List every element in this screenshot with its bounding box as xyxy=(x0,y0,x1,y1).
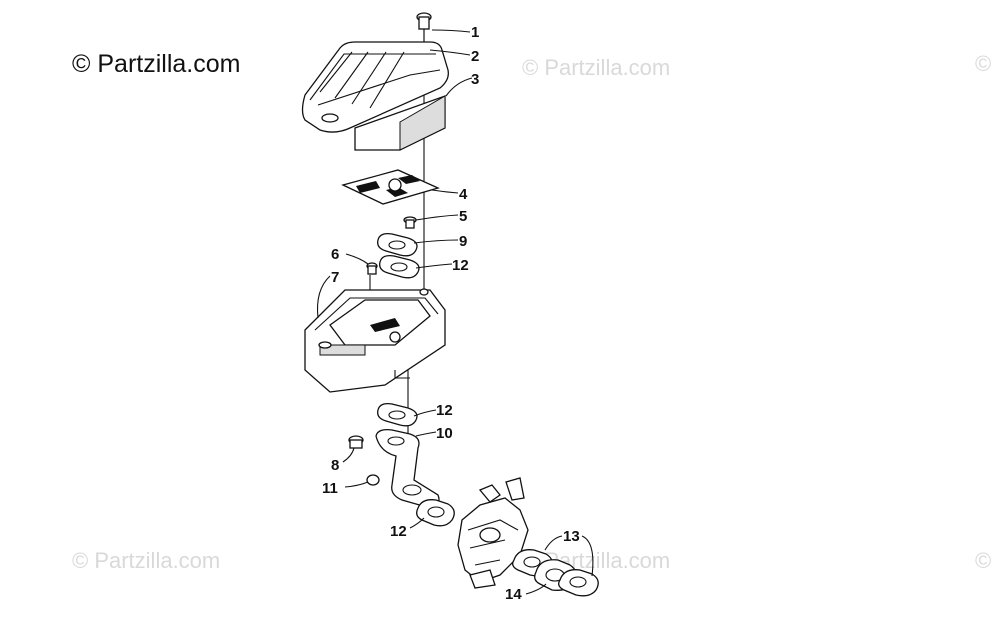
gasket-part-13-outer[interactable] xyxy=(558,569,599,597)
callout-9: 9 xyxy=(459,233,467,250)
partzilla-copyright: © Partzilla.com xyxy=(72,50,241,78)
callout-11: 11 xyxy=(322,480,338,497)
filter-element-part-3[interactable] xyxy=(354,95,446,151)
air-cleaner-cover-part-2[interactable] xyxy=(301,41,449,133)
leader-14 xyxy=(525,583,547,595)
leader-12-middle xyxy=(413,409,437,417)
leader-11 xyxy=(344,481,369,488)
leader-4 xyxy=(431,189,459,194)
callout-7: 7 xyxy=(331,269,339,286)
leader-2 xyxy=(429,49,471,56)
air-cleaner-housing-part-7[interactable] xyxy=(304,288,446,393)
leader-12-lower xyxy=(409,517,425,529)
adapter-part-10[interactable] xyxy=(375,428,440,509)
leader-6 xyxy=(345,253,369,265)
gasket-part-12-middle[interactable] xyxy=(377,402,418,427)
watermark-top-right: © xyxy=(975,51,992,76)
callout-12-upper: 12 xyxy=(452,257,469,274)
callout-1: 1 xyxy=(471,24,479,41)
callout-5: 5 xyxy=(459,208,467,225)
callout-12-lower: 12 xyxy=(390,523,407,540)
gasket-part-12-lower[interactable] xyxy=(416,499,455,527)
carburetor[interactable] xyxy=(457,477,529,589)
callout-8: 8 xyxy=(331,457,339,474)
leader-10 xyxy=(415,431,437,437)
callout-2: 2 xyxy=(471,48,479,65)
leader-1 xyxy=(431,29,471,33)
leader-9 xyxy=(413,239,459,244)
callout-3: 3 xyxy=(471,71,479,88)
callout-4: 4 xyxy=(459,186,468,203)
watermark-top-center: © Partzilla.com xyxy=(522,55,671,80)
callout-6: 6 xyxy=(331,246,339,263)
gasket-part-9[interactable] xyxy=(377,232,418,257)
callout-13: 13 xyxy=(563,528,580,545)
callout-14: 14 xyxy=(505,586,522,603)
leader-12-upper xyxy=(415,263,453,269)
bolt-part-5[interactable] xyxy=(403,216,417,229)
callout-10: 10 xyxy=(436,425,453,442)
screen-part-4[interactable] xyxy=(341,169,440,205)
watermark-bottom-right: © xyxy=(975,548,992,573)
leader-5 xyxy=(415,214,459,221)
nut-part-11[interactable] xyxy=(366,474,380,486)
grommet-part-8[interactable] xyxy=(348,435,364,449)
bolt-part-6[interactable] xyxy=(366,262,378,275)
leader-13 xyxy=(544,535,594,577)
leader-8 xyxy=(342,447,355,463)
leader-7 xyxy=(316,275,331,319)
callout-12-middle: 12 xyxy=(436,402,453,419)
leader-3 xyxy=(445,77,473,97)
gasket-part-12-upper[interactable] xyxy=(379,254,420,279)
watermark-bottom-left: © Partzilla.com xyxy=(72,548,221,573)
